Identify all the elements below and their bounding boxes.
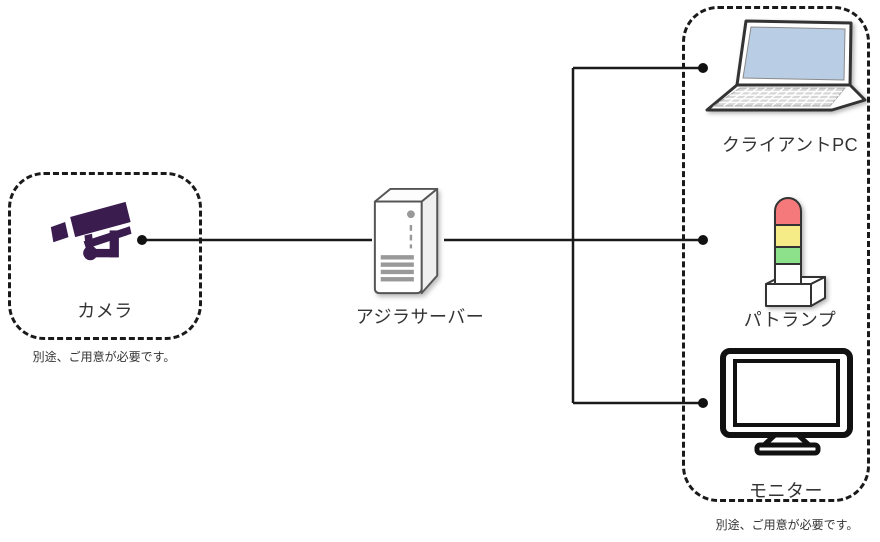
patlamp-label: パトランプ bbox=[743, 310, 837, 330]
monitor-icon bbox=[720, 348, 853, 456]
patrol-lamp-icon bbox=[765, 197, 826, 307]
endpoint-dot-camera bbox=[137, 235, 147, 245]
clientpc-label: クライアントPC bbox=[721, 135, 859, 155]
lamp-segment-green bbox=[774, 246, 802, 265]
client-caption: 別途、ご用意が必要です。 bbox=[715, 518, 859, 532]
security-camera-icon bbox=[50, 201, 132, 261]
monitor-stand-base bbox=[754, 442, 821, 456]
server-icon bbox=[373, 187, 439, 295]
endpoint-dot-clientpc bbox=[698, 63, 708, 73]
lamp-segment-red bbox=[774, 197, 802, 226]
endpoint-dot-patlamp bbox=[698, 235, 708, 245]
server-side-face bbox=[420, 187, 439, 295]
endpoint-dot-monitor bbox=[698, 398, 708, 408]
lamp-segment-yellow bbox=[774, 224, 802, 248]
server-power-led bbox=[407, 210, 415, 219]
client-group-box bbox=[682, 6, 870, 502]
lamp-base-front bbox=[765, 283, 812, 307]
monitor-label: モニター bbox=[749, 481, 823, 501]
laptop-icon bbox=[705, 19, 867, 112]
camera-group-box bbox=[8, 172, 202, 340]
laptop-screen bbox=[742, 26, 846, 81]
lamp-segment-white bbox=[774, 263, 802, 286]
monitor-screen bbox=[733, 359, 840, 427]
camera-caption: 別途、ご用意が必要です。 bbox=[32, 350, 176, 364]
server-label: アジラサーバー bbox=[355, 307, 485, 327]
camera-label: カメラ bbox=[77, 301, 133, 321]
